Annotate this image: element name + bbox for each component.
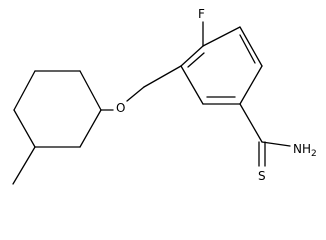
benzene-ring (180, 26, 263, 105)
bond-ring-ch2 (143, 65, 182, 88)
ring-bond-c3-c4 (239, 65, 263, 105)
cyclohexane-ring (13, 70, 102, 148)
cy-bond-1 (79, 70, 102, 111)
fluorine-label: F (198, 7, 205, 21)
ring-bond-c2-c3 (239, 26, 263, 67)
bond-methyl (12, 146, 36, 185)
ring-bond-c6-c1 (180, 45, 204, 67)
ring-bond-c5-c6 (180, 65, 204, 105)
cy-bond-4 (13, 109, 36, 148)
amine-nh: NH (293, 142, 311, 156)
ring-bond-c1-c2 (202, 26, 241, 47)
oxygen-label: O (116, 101, 125, 115)
bond-ch2-o (126, 86, 145, 102)
cy-bond-3 (13, 70, 36, 111)
cy-bond-6 (79, 109, 102, 148)
amine-subscript: 2 (311, 149, 317, 159)
sulfur-label: S (258, 169, 266, 183)
amine-label: NH2 (293, 142, 317, 159)
bond-ring-thioamide (239, 103, 263, 143)
structure-diagram: F O NH2 S (12, 7, 317, 185)
ring-double-inner-c6-c1 (187, 52, 205, 68)
ring-double-inner-c2-c3 (239, 34, 256, 64)
bond-c-nh2 (261, 141, 291, 147)
